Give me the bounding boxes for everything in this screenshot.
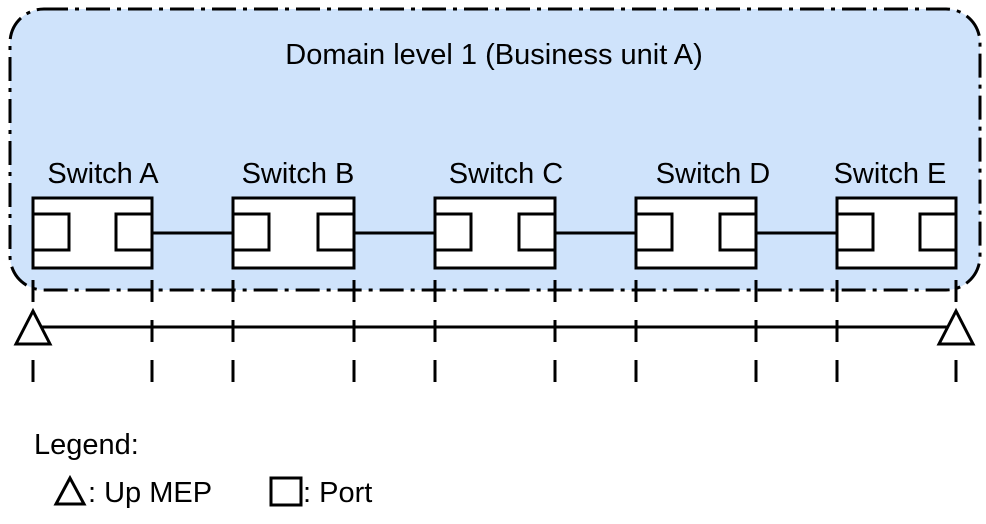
switch-a-port-left	[31, 212, 71, 252]
switch-e	[835, 196, 958, 270]
legend-title: Legend:	[34, 429, 139, 461]
legend-up-mep-icon	[53, 474, 87, 506]
legend-port-label: : Port	[303, 477, 372, 509]
port-reference-lines	[31, 280, 958, 385]
switch-e-port-left	[835, 212, 875, 252]
switch-label-d: Switch D	[656, 158, 770, 190]
switch-label-a: Switch A	[47, 158, 159, 190]
switch-d-port-left	[634, 212, 674, 252]
switch-c-port-right	[517, 212, 557, 252]
switch-label-c: Switch C	[449, 158, 563, 190]
switch-c-port-left	[433, 212, 473, 252]
switch-b-port-left	[231, 212, 271, 252]
up-mep-icon-left	[13, 307, 53, 346]
up-mep-icon-right	[936, 307, 976, 346]
switch-label-e: Switch E	[834, 158, 947, 190]
domain-title: Domain level 1 (Business unit A)	[285, 39, 702, 71]
switch-label-b: Switch B	[242, 158, 355, 190]
switch-c	[433, 196, 557, 270]
switch-d	[634, 196, 758, 270]
legend-port-icon	[269, 476, 303, 507]
switch-b-port-right	[316, 212, 356, 252]
switch-a	[31, 196, 154, 270]
legend-up-mep-label: : Up MEP	[88, 477, 212, 509]
switch-b	[231, 196, 356, 270]
switch-a-port-right	[114, 212, 154, 252]
switch-d-port-right	[718, 212, 758, 252]
switch-e-port-right	[918, 212, 958, 252]
